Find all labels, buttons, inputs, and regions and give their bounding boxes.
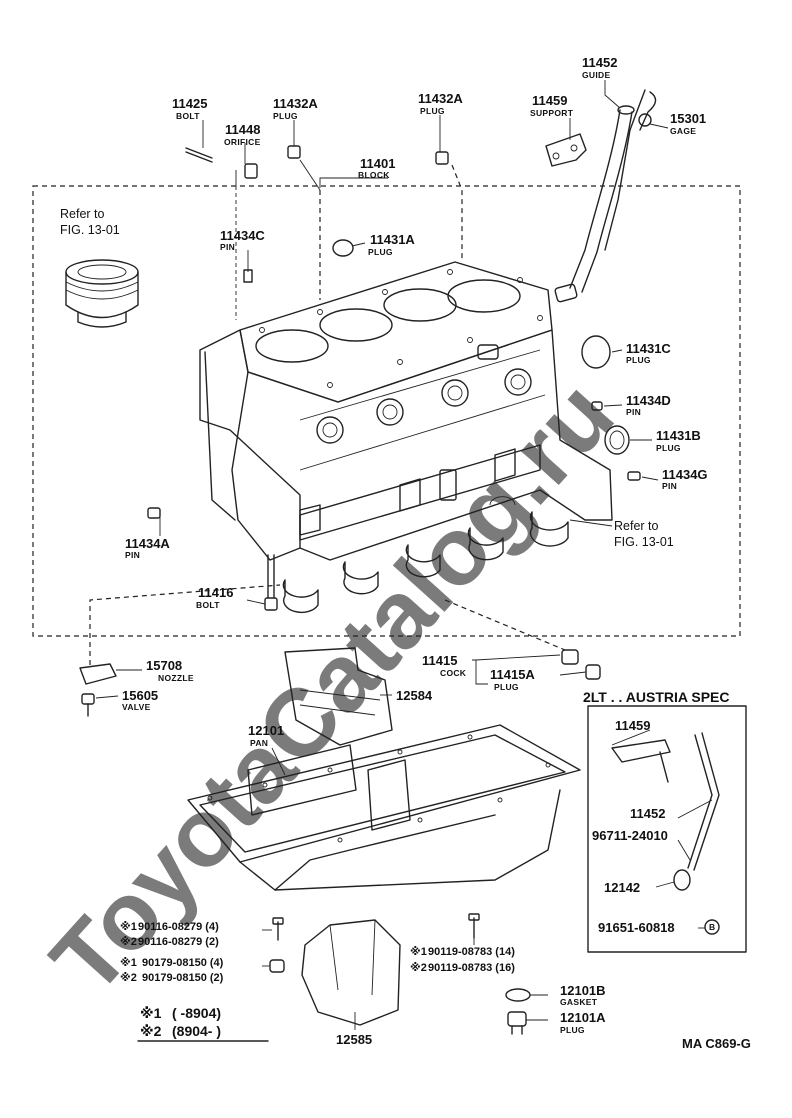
baffle-plate-drawing xyxy=(284,647,393,746)
label-11425: 11425 xyxy=(172,96,207,111)
label-12101-sub: PAN xyxy=(250,738,268,748)
label-12101A: 12101A xyxy=(560,1010,606,1025)
label-12584: 12584 xyxy=(396,688,433,703)
label-12101B-sub: GASKET xyxy=(560,997,598,1007)
oil-level-gage-drawing xyxy=(554,89,657,303)
label-11448: 11448 xyxy=(225,122,260,137)
label-11415: 11415 xyxy=(422,653,457,668)
label-11416: 11416 xyxy=(198,585,233,600)
oil-pan-drawing xyxy=(187,724,581,891)
legend-2-mark: ※2 xyxy=(140,1023,162,1039)
label-11401-sub: BLOCK xyxy=(358,170,390,180)
austria-item-96711: 96711-24010 xyxy=(592,828,668,843)
austria-spec-title: 2LT . . AUSTRIA SPEC xyxy=(583,689,730,705)
label-15605-sub: VALVE xyxy=(122,702,151,712)
austria-spec-box: 2LT . . AUSTRIA SPEC 11459 11452 96711-2… xyxy=(583,689,747,953)
label-11432A-right: 11432A xyxy=(418,91,463,106)
label-12101A-sub: PLUG xyxy=(560,1025,585,1035)
label-11434D-sub: PIN xyxy=(626,407,641,417)
label-11459: 11459 xyxy=(532,93,567,108)
label-11415A: 11415A xyxy=(490,667,535,682)
label-11431B-sub: PLUG xyxy=(656,443,681,453)
label-11415A-sub: PLUG xyxy=(494,682,519,692)
label-11434A: 11434A xyxy=(125,536,170,551)
label-11431B: 11431B xyxy=(656,428,701,443)
label-11434C-sub: PIN xyxy=(220,242,235,252)
leader-lines xyxy=(95,80,669,1030)
refer-text-piston-1: Refer to xyxy=(60,207,105,221)
label-11431A: 11431A xyxy=(370,232,415,247)
legend: ※1 ( -8904) ※2 (8904- ) xyxy=(137,1005,269,1042)
label-15301-sub: GAGE xyxy=(670,126,696,136)
legend-1-range: ( -8904) xyxy=(172,1005,221,1021)
bolt-note-3-text: 90179-08150 (4) xyxy=(142,957,224,969)
legend-1-mark: ※1 xyxy=(140,1005,162,1021)
support-bracket-drawing xyxy=(545,133,587,167)
bolt-note-6-mark: ※2 xyxy=(410,962,427,974)
label-11431C: 11431C xyxy=(626,341,671,356)
label-11448-sub: ORIFICE xyxy=(224,137,261,147)
label-11452: 11452 xyxy=(582,55,617,70)
bolt-notes: ※1 90116-08279 (4) ※2 90116-08279 (2) ※1… xyxy=(120,921,515,984)
figure-code: MA C869-G xyxy=(682,1036,751,1051)
lower-bolts-drawing xyxy=(269,913,480,973)
label-12585: 12585 xyxy=(336,1032,372,1047)
label-15301: 15301 xyxy=(670,111,706,126)
bolt-note-2-mark: ※2 xyxy=(120,936,137,948)
side-plugs-drawing xyxy=(147,335,641,611)
austria-item-12142: 12142 xyxy=(604,880,640,895)
bolt-note-6-text: 90119-08783 (16) xyxy=(428,962,515,974)
bolt-note-5-text: 90119-08783 (14) xyxy=(428,946,515,958)
drain-plug-drawing xyxy=(505,988,531,1035)
label-15708: 15708 xyxy=(146,658,182,673)
label-11416-sub: BOLT xyxy=(196,600,220,610)
block-assembly-frame xyxy=(32,185,741,637)
bolt-note-2-text: 90116-08279 (2) xyxy=(138,936,219,948)
bolt-note-4-mark: ※2 xyxy=(120,972,137,984)
label-11434A-sub: PIN xyxy=(125,550,140,560)
label-11425-sub: BOLT xyxy=(176,111,200,121)
legend-2-range: (8904- ) xyxy=(172,1023,221,1039)
label-11432A-left-sub: PLUG xyxy=(273,111,298,121)
austria-item-91651: 91651-60818 xyxy=(598,920,675,935)
austria-item-11452: 11452 xyxy=(630,806,665,821)
austria-item-11459: 11459 xyxy=(615,718,650,733)
label-11434G: 11434G xyxy=(662,467,708,482)
bolt-note-5-mark: ※1 xyxy=(410,946,427,958)
nozzle-valve-drawing xyxy=(79,584,281,717)
part-labels: 11425 BOLT 11448 ORIFICE 11432A PLUG 114… xyxy=(60,55,708,1047)
label-11452-sub: GUIDE xyxy=(582,70,610,80)
cylinder-block-drawing xyxy=(199,261,613,614)
bolt-note-1-mark: ※1 xyxy=(120,921,137,933)
label-11415-sub: COCK xyxy=(440,668,467,678)
label-11432A-right-sub: PLUG xyxy=(420,106,445,116)
bolt-note-1-text: 90116-08279 (4) xyxy=(138,921,219,933)
label-11434D: 11434D xyxy=(626,393,671,408)
top-small-parts xyxy=(185,145,449,283)
austria-circle-mark: B xyxy=(709,922,715,932)
refer-text-piston-2: FIG. 13-01 xyxy=(60,223,120,237)
label-11401: 11401 xyxy=(360,156,395,171)
lower-baffle-drawing xyxy=(301,919,401,1026)
bolt-note-4-text: 90179-08150 (2) xyxy=(142,972,224,984)
label-12101B: 12101B xyxy=(560,983,606,998)
label-12101: 12101 xyxy=(248,723,284,738)
label-11431A-sub: PLUG xyxy=(368,247,393,257)
label-11434G-sub: PIN xyxy=(662,481,677,491)
refer-text-bearing-2: FIG. 13-01 xyxy=(614,535,674,549)
piston-drawing xyxy=(65,259,139,328)
label-11434C: 11434C xyxy=(220,228,265,243)
label-11432A-left: 11432A xyxy=(273,96,318,111)
label-11431C-sub: PLUG xyxy=(626,355,651,365)
label-11459-sub: SUPPORT xyxy=(530,108,574,118)
refer-text-bearing-1: Refer to xyxy=(614,519,659,533)
bolt-note-3-mark: ※1 xyxy=(120,957,137,969)
label-15605: 15605 xyxy=(122,688,158,703)
label-15708-sub: NOZZLE xyxy=(158,673,194,683)
